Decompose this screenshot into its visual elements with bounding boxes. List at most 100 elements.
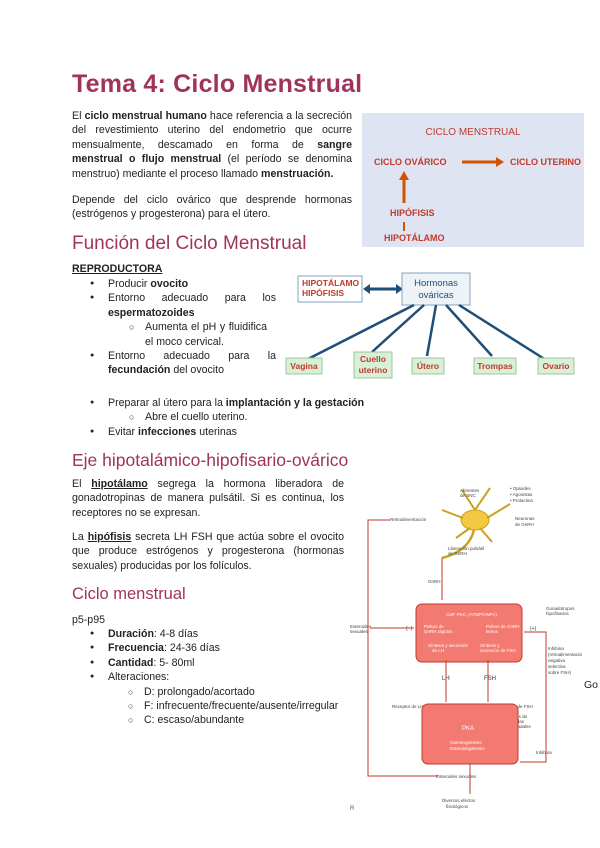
ovario-label: Ovario bbox=[543, 361, 570, 371]
hormonal-axis-diagram: Aferentes de SNC • Opioides • Agonistas … bbox=[350, 486, 582, 812]
svg-text:Pulsos de: Pulsos de bbox=[424, 624, 444, 629]
ciclo-list: Duración: 4-8 días Frecuencia: 24-36 día… bbox=[90, 627, 348, 728]
funcion-heading: Función del Ciclo Menstrual bbox=[72, 233, 307, 254]
svg-text:de GnRH: de GnRH bbox=[448, 551, 467, 556]
arrow-right-head bbox=[496, 157, 504, 167]
pituitary-box bbox=[415, 603, 523, 663]
utero-label: Útero bbox=[417, 360, 439, 371]
svg-text:Esteroidogénesis: Esteroidogénesis bbox=[450, 746, 485, 751]
funcion-list-wide: Preparar al útero para la implantación y… bbox=[90, 396, 408, 440]
svg-text:Inhibina: Inhibina bbox=[548, 646, 564, 651]
svg-text:Liberación pulsátil: Liberación pulsátil bbox=[448, 546, 484, 551]
minus-label: (−) bbox=[406, 626, 413, 632]
ovario-box bbox=[537, 357, 575, 375]
page-marker: R bbox=[350, 806, 355, 812]
intro-paragraph: El ciclo menstrual humano hace referenci… bbox=[72, 110, 352, 180]
svg-text:hipofisarios: hipofisarios bbox=[546, 611, 570, 616]
hipofisis-label: HIPÓFISIS bbox=[302, 287, 344, 298]
funcion-list: Producir ovocito Entorno adecuado para l… bbox=[90, 277, 276, 378]
list-item: Preparar al útero para la implantación y… bbox=[90, 396, 408, 411]
ovaricas-label: ováricas bbox=[418, 290, 454, 301]
svg-text:negativa: negativa bbox=[548, 658, 566, 663]
eje-heading: Eje hipotalámico-hipofisario-ovárico bbox=[72, 450, 349, 470]
svg-text:• Agonistas: • Agonistas bbox=[510, 492, 533, 497]
svg-text:sobre FSH): sobre FSH) bbox=[548, 670, 572, 675]
svg-text:Síntesis y: Síntesis y bbox=[480, 643, 500, 648]
svg-text:Pulsos de GnRH: Pulsos de GnRH bbox=[486, 624, 520, 629]
svg-text:Gonadotropos: Gonadotropos bbox=[546, 606, 575, 611]
eje-paragraph-1: El hipotálamo segrega la hormona liberad… bbox=[72, 478, 344, 519]
list-subitem: C: escaso/abundante bbox=[128, 713, 348, 728]
trompas-label: Trompas bbox=[477, 361, 513, 371]
gonad-box bbox=[421, 703, 519, 765]
svg-text:sexuales: sexuales bbox=[350, 629, 369, 634]
diagram1-left: CICLO OVÁRICO bbox=[374, 157, 447, 167]
svg-text:gonadales: gonadales bbox=[510, 724, 532, 729]
ciclo-menstrual-svg: CICLO MENSTRUAL CICLO OVÁRICO CICLO UTER… bbox=[374, 127, 581, 243]
list-item: Cantidad: 5- 80ml bbox=[90, 656, 348, 671]
list-item: Alteraciones: bbox=[90, 670, 348, 685]
svg-text:Tipos de: Tipos de bbox=[510, 714, 528, 719]
svg-text:Gametogénesis: Gametogénesis bbox=[450, 740, 482, 745]
svg-text:Esteroides sexuales: Esteroides sexuales bbox=[436, 774, 477, 779]
list-item: Duración: 4-8 días bbox=[90, 627, 348, 642]
list-item: Entorno adecuado para los espermatozoide… bbox=[90, 291, 276, 320]
svg-text:GnRH: GnRH bbox=[428, 579, 441, 584]
svg-text:(retroalimentación: (retroalimentación bbox=[548, 652, 582, 657]
trompas-box bbox=[473, 357, 517, 375]
svg-text:GnRH rápidos: GnRH rápidos bbox=[424, 629, 453, 634]
svg-text:Receptor de LH: Receptor de LH bbox=[392, 704, 424, 709]
svg-text:Diversos efectos: Diversos efectos bbox=[442, 798, 476, 803]
cuello-label: Cuello bbox=[360, 354, 386, 364]
arrow-up-head bbox=[399, 171, 409, 180]
svg-text:Inhibina: Inhibina bbox=[536, 750, 552, 755]
svg-text:• Opioides: • Opioides bbox=[510, 486, 531, 491]
svg-text:Retroalimentación: Retroalimentación bbox=[390, 517, 427, 522]
svg-text:Neuronas: Neuronas bbox=[515, 516, 535, 521]
svg-text:fisiológicos: fisiológicos bbox=[446, 804, 469, 809]
svg-text:de SNC: de SNC bbox=[460, 493, 477, 498]
ciclo-menstrual-diagram: CICLO MENSTRUAL CICLO OVÁRICO CICLO UTER… bbox=[362, 113, 584, 247]
eje-paragraph-2: La hipófisis secreta LH FSH que actúa so… bbox=[72, 531, 344, 572]
svg-text:de GnRH: de GnRH bbox=[515, 522, 534, 527]
arrow-left-head bbox=[363, 284, 370, 294]
hormonas-label: Hormonas bbox=[414, 278, 458, 289]
diagram1-hipotalamo: HIPOTÁLAMO bbox=[384, 233, 445, 243]
cuello-box bbox=[353, 351, 393, 379]
list-item: Producir ovocito bbox=[90, 277, 276, 292]
svg-text:• Prolactina: • Prolactina bbox=[510, 498, 533, 503]
arrow-right-head bbox=[396, 284, 403, 294]
list-subitem: Aumenta el pH y fluidifica el moco cervi… bbox=[129, 320, 267, 349]
svg-text:de LH: de LH bbox=[432, 648, 444, 653]
svg-text:CaP, PKC, (ATMP/AMPc): CaP, PKC, (ATMP/AMPc) bbox=[446, 612, 497, 617]
list-subitem: F: infrecuente/frecuente/ausente/irregul… bbox=[128, 699, 348, 714]
ciclo-ref: p5-p95 bbox=[72, 614, 105, 626]
ciclo-heading: Ciclo menstrual bbox=[72, 585, 186, 603]
svg-text:Esteroides: Esteroides bbox=[350, 624, 372, 629]
neuron-icon bbox=[441, 487, 511, 560]
page-title: Tema 4: Ciclo Menstrual bbox=[72, 70, 363, 98]
utero-box bbox=[411, 357, 445, 375]
pka-label: PKA bbox=[462, 726, 474, 732]
diagram1-title: CICLO MENSTRUAL bbox=[425, 127, 520, 138]
intro-paragraph-2: Depende del ciclo ovárico que desprende … bbox=[72, 194, 352, 221]
list-item: Entorno adecuado para la fecundación del… bbox=[90, 349, 276, 378]
svg-text:selectiva: selectiva bbox=[548, 664, 566, 669]
connector-lines bbox=[305, 303, 547, 362]
diagram1-right: CICLO UTERINO bbox=[510, 157, 581, 167]
side-text: Go bbox=[584, 679, 599, 691]
list-subitem: Abre el cuello uterino. bbox=[129, 410, 408, 425]
vagina-label: Vagina bbox=[290, 361, 318, 371]
svg-text:secreción de FSH: secreción de FSH bbox=[480, 648, 516, 653]
hormonas-diagram: HIPOTÁLAMO HIPÓFISIS Hormonas ováricas V… bbox=[285, 272, 575, 379]
hipotalamo-box bbox=[297, 275, 363, 303]
list-item: Frecuencia: 24-36 días bbox=[90, 641, 348, 656]
plus-label: (+) bbox=[530, 626, 537, 632]
hipotalamo-label: HIPOTÁLAMO bbox=[302, 278, 360, 288]
svg-text:lentos: lentos bbox=[486, 629, 499, 634]
diagram1-hipofisis: HIPÓFISIS bbox=[390, 207, 435, 218]
reproductora-label: REPRODUCTORA bbox=[72, 263, 163, 275]
list-item: Evitar infecciones uterinas bbox=[90, 425, 408, 440]
svg-text:Aferentes: Aferentes bbox=[460, 488, 480, 493]
fsh-label: FSH bbox=[484, 676, 496, 682]
